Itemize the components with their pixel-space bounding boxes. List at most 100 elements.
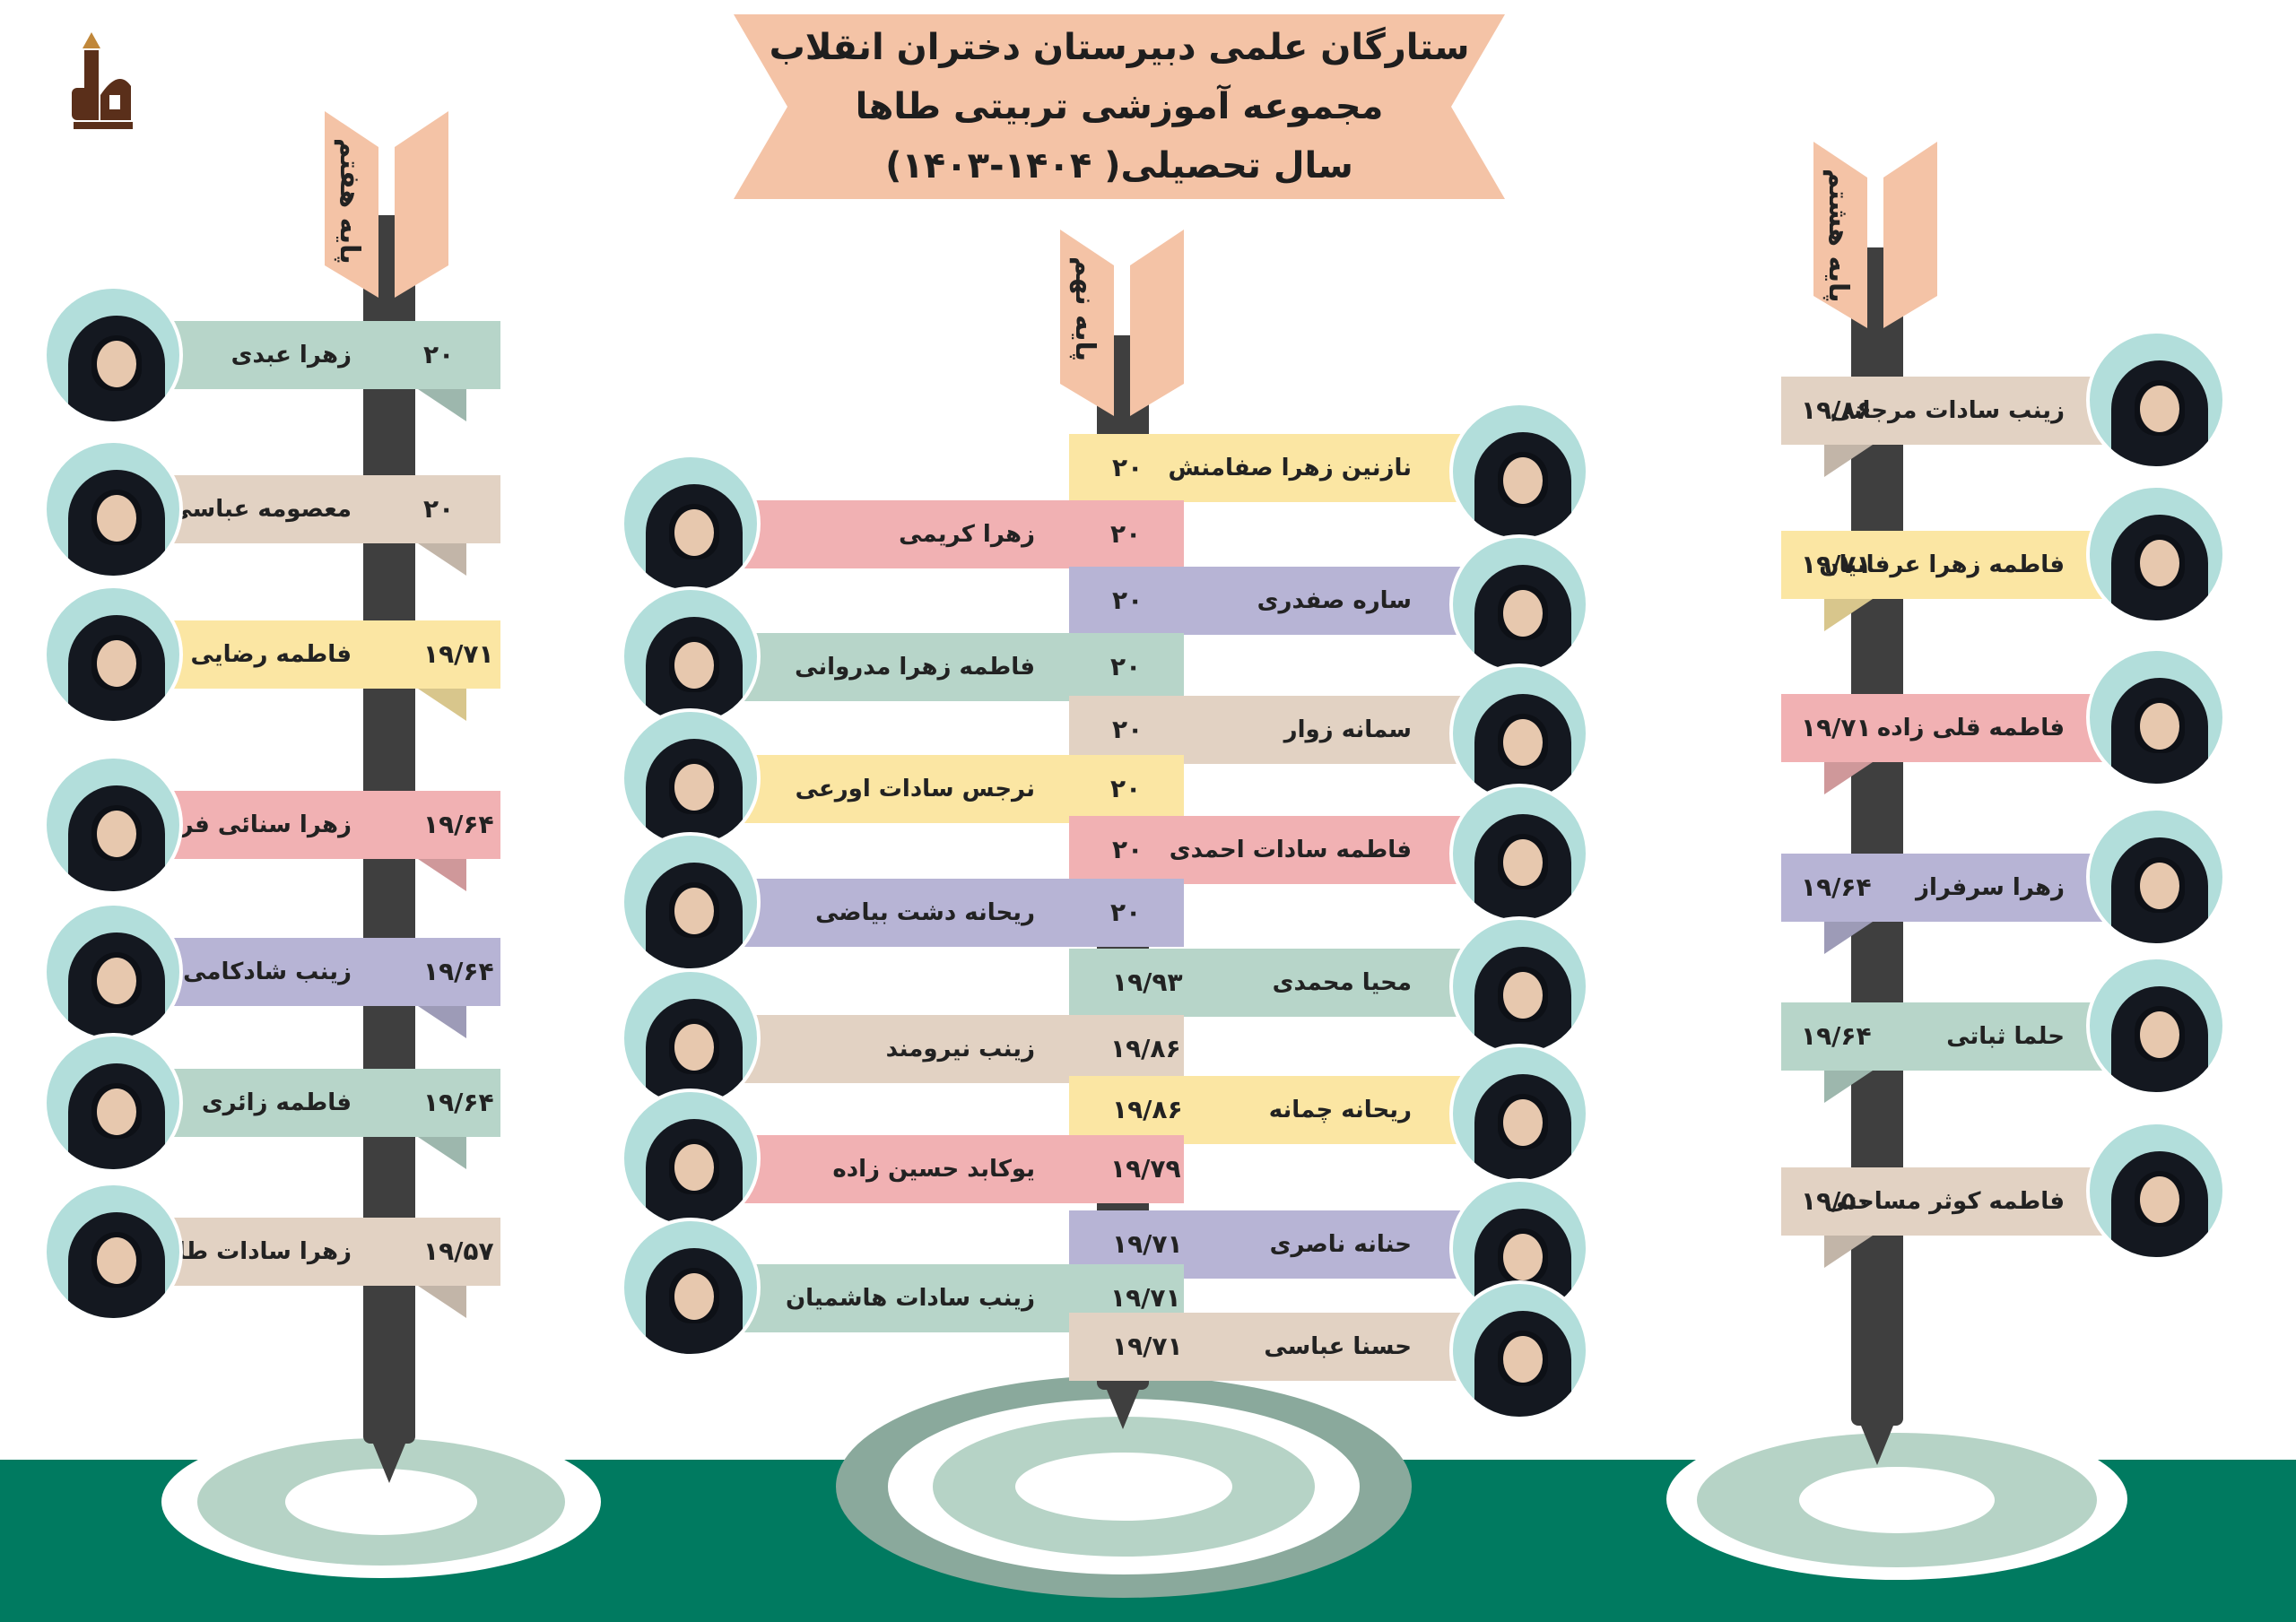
ribbon-fold	[418, 543, 466, 576]
student-name: نازنین زهرا صفامنش	[1168, 455, 1412, 481]
student-photo	[43, 1182, 183, 1322]
title-banner: ستارگان علمی دبیرستان دختران انقلاب مجمو…	[734, 14, 1505, 199]
student-score: ۲۰	[1112, 715, 1144, 744]
ribbon-fold	[1824, 599, 1873, 631]
student-score: ۱۹/۷۱	[1801, 713, 1872, 742]
ribbon-fold	[418, 389, 466, 421]
student-row: حلما ثباتی ۱۹/۶۴	[1781, 1002, 2127, 1071]
student-row: ساره صفدری ۲۰	[1069, 567, 1491, 635]
student-row: زهرا عبدی ۲۰	[170, 321, 500, 389]
student-score: ۲۰	[1112, 585, 1144, 615]
student-score: ۱۹/۶۴	[423, 810, 494, 839]
student-score: ۱۹/۷۱	[1112, 1229, 1183, 1259]
student-name: ریحانه دشت بیاضی	[815, 899, 1035, 926]
student-photo	[621, 968, 761, 1108]
title-line-1: ستارگان علمی دبیرستان دختران انقلاب	[769, 27, 1470, 68]
student-photo	[43, 755, 183, 895]
student-row: زهرا کریمی ۲۰	[741, 500, 1184, 568]
student-score: ۲۰	[1110, 898, 1142, 927]
student-photo	[2086, 330, 2226, 470]
pole-right-tip	[1861, 1426, 1893, 1465]
student-row: زهرا سنائی فر ۱۹/۶۴	[170, 791, 500, 859]
target-center-center	[1015, 1453, 1232, 1521]
student-row: یوکابد حسین زاده ۱۹/۷۹	[741, 1135, 1184, 1203]
student-photo	[1449, 402, 1589, 542]
pole-left-tip	[373, 1444, 405, 1483]
student-score: ۱۹/۸۶	[1801, 395, 1872, 425]
student-name: ساره صفدری	[1257, 587, 1412, 614]
student-photo	[1449, 916, 1589, 1056]
student-score: ۲۰	[423, 340, 455, 369]
student-row: ریحانه دشت بیاضی ۲۰	[741, 879, 1184, 947]
student-photo	[621, 454, 761, 594]
grade-label-left: پایه هفتم	[334, 138, 365, 265]
student-score: ۱۹/۶۴	[1801, 872, 1872, 902]
student-score: ۱۹/۶۴	[423, 1088, 494, 1117]
student-score: ۱۹/۶۴	[423, 957, 494, 986]
student-score: ۱۹/۶۴	[1801, 1021, 1872, 1051]
student-name: زهرا کریمی	[899, 521, 1035, 548]
student-row: زهرا سرفراز ۱۹/۶۴	[1781, 854, 2127, 922]
student-name: حنانه ناصری	[1269, 1231, 1412, 1258]
student-row: زینب شادکامی ۱۹/۶۴	[170, 938, 500, 1006]
ribbon-fold	[1824, 1071, 1873, 1103]
student-name: یوکابد حسین زاده	[832, 1156, 1035, 1183]
student-row: ریحانه چمانه ۱۹/۸۶	[1069, 1076, 1491, 1144]
ribbon-fold	[418, 1006, 466, 1038]
student-name: زهرا عبدی	[230, 342, 352, 369]
student-photo	[1449, 664, 1589, 803]
student-score: ۱۹/۷۱	[1112, 1331, 1183, 1361]
student-row: فاطمه رضایی ۱۹/۷۱	[170, 620, 500, 689]
student-name: نرجس سادات اورعی	[795, 776, 1035, 802]
student-name: زینب سادات هاشمیان	[785, 1285, 1035, 1312]
student-photo	[621, 1089, 761, 1228]
student-name: فاطمه زائری	[201, 1089, 352, 1116]
student-photo	[43, 285, 183, 425]
student-row: سمانه زوار ۲۰	[1069, 696, 1491, 764]
student-name: سمانه زوار	[1283, 716, 1412, 743]
student-name: حسنا عباسی	[1264, 1333, 1412, 1360]
student-photo	[43, 439, 183, 579]
student-score: ۱۹/۷۱	[1110, 1283, 1181, 1313]
student-photo	[2086, 1121, 2226, 1261]
student-name: زهرا سرفراز	[1916, 874, 2065, 901]
ribbon-fold	[1824, 762, 1873, 794]
ribbon-fold	[418, 1286, 466, 1318]
student-name: فاطمه زهرا عرفانیان	[1819, 551, 2065, 578]
student-score: ۲۰	[1110, 519, 1142, 549]
student-photo	[43, 902, 183, 1042]
student-score: ۱۹/۷۱	[423, 639, 494, 669]
student-score: ۲۰	[423, 494, 455, 524]
target-right-center	[1799, 1467, 1995, 1533]
grade-flag-right: پایه هشتم	[1813, 142, 1937, 328]
student-name: حلما ثباتی	[1946, 1023, 2065, 1050]
title-line-2: مجموعه آموزشی تربیتی طاها	[855, 86, 1384, 127]
grade-label-center: پایه نهم	[1069, 256, 1100, 362]
title-line-3: سال تحصیلی( ۱۴۰۴-۱۴۰۳)	[885, 145, 1353, 186]
student-name: ریحانه چمانه	[1268, 1097, 1412, 1123]
ribbon-fold	[418, 689, 466, 721]
student-name: زهرا سنائی فر	[179, 811, 352, 838]
student-score: ۱۹/۸۶	[1112, 1095, 1183, 1124]
student-score: ۱۹/۹۳	[1112, 967, 1183, 997]
student-photo	[621, 1218, 761, 1357]
ribbon-fold	[418, 859, 466, 891]
student-score: ۲۰	[1112, 835, 1144, 864]
student-score: ۲۰	[1110, 652, 1142, 681]
student-row: فاطمه سادات احمدی ۲۰	[1069, 816, 1491, 884]
student-score: ۱۹/۷۹	[1110, 1154, 1181, 1184]
ribbon-fold	[418, 1137, 466, 1169]
student-photo	[43, 1033, 183, 1173]
student-photo	[2086, 647, 2226, 787]
grade-flag-left: پایه هفتم	[325, 111, 448, 298]
student-name: فاطمه سادات احمدی	[1169, 837, 1412, 863]
student-photo	[621, 708, 761, 848]
student-name: زینب شادکامی	[183, 958, 352, 985]
student-name: فاطمه رضایی	[190, 641, 352, 668]
